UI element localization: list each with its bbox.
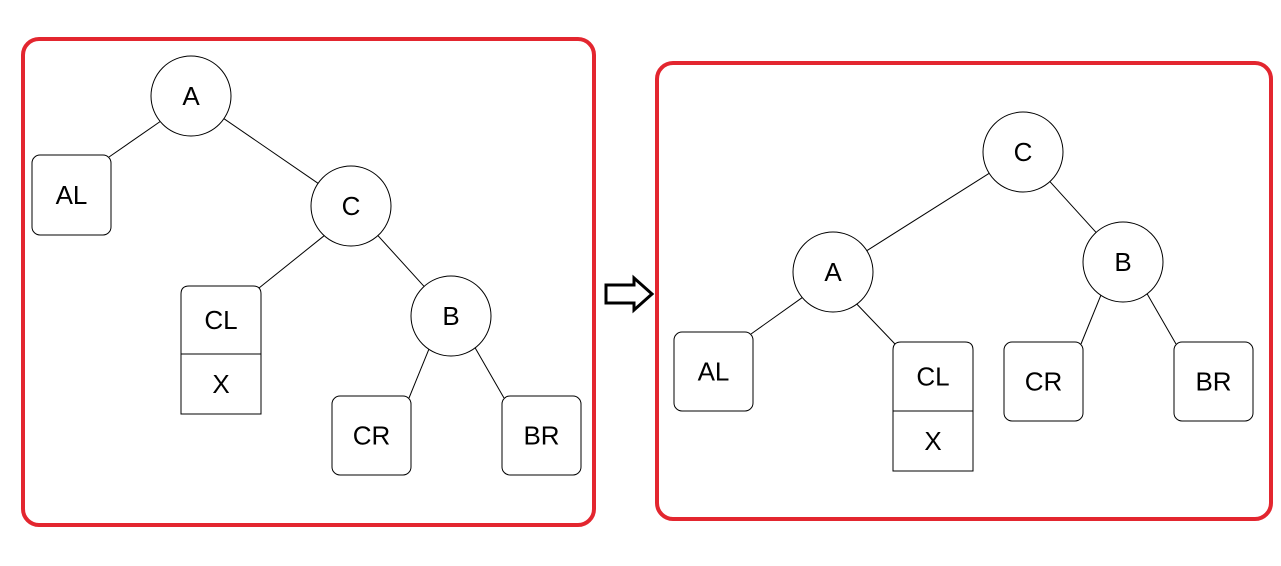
after-node-br-label: BR bbox=[1195, 367, 1231, 397]
after-edge-b-cr bbox=[1080, 295, 1102, 345]
before-node-cr-shape bbox=[331, 395, 412, 476]
after-node-br-shape bbox=[1173, 341, 1254, 422]
before-node-b: B bbox=[410, 275, 492, 357]
before-edges bbox=[108, 118, 505, 399]
before-edge-a-c bbox=[223, 118, 319, 184]
right-arrow-outline-icon bbox=[604, 274, 655, 314]
before-panel bbox=[21, 37, 596, 527]
after-node-a-label: A bbox=[824, 257, 842, 287]
after-node-al-label: AL bbox=[698, 357, 730, 387]
after-edges bbox=[750, 172, 1177, 345]
after-node-c: C bbox=[982, 111, 1064, 193]
before-node-cl-shape bbox=[180, 285, 262, 415]
before-edge-b-br bbox=[474, 347, 505, 399]
after-node-a-shape bbox=[792, 231, 874, 313]
before-node-cr: CR bbox=[331, 395, 412, 476]
before-edge-a-al bbox=[108, 121, 161, 158]
before-node-c-label: C bbox=[342, 191, 361, 221]
after-node-cr: CR bbox=[1003, 341, 1084, 422]
after-node-a: A bbox=[792, 231, 874, 313]
after-node-b-shape bbox=[1082, 221, 1164, 303]
after-node-cr-shape bbox=[1003, 341, 1084, 422]
after-node-c-shape bbox=[982, 111, 1064, 193]
before-node-a: A bbox=[150, 55, 232, 137]
after-node-cr-label: CR bbox=[1025, 367, 1063, 397]
after-node-c-label: C bbox=[1014, 137, 1033, 167]
after-edge-a-cl bbox=[856, 303, 896, 345]
after-node-br: BR bbox=[1173, 341, 1254, 422]
after-node-b: B bbox=[1082, 221, 1164, 303]
before-nodes: A AL C CL X B CR BR bbox=[31, 55, 582, 476]
before-node-b-shape bbox=[410, 275, 492, 357]
after-node-cl-label: CL bbox=[916, 362, 949, 392]
before-edge-b-cr bbox=[408, 349, 430, 399]
after-edge-c-a bbox=[866, 172, 990, 252]
after-node-cl-sub-label: X bbox=[924, 426, 941, 456]
before-edge-c-b bbox=[377, 235, 425, 287]
before-node-al-label: AL bbox=[56, 180, 88, 210]
after-node-b-label: B bbox=[1114, 247, 1131, 277]
after-node-cl: CL X bbox=[892, 341, 974, 472]
after-edge-c-b bbox=[1049, 181, 1097, 233]
after-node-al: AL bbox=[673, 331, 754, 412]
before-node-br: BR bbox=[501, 395, 582, 476]
before-node-cl-sub-label: X bbox=[212, 369, 229, 399]
after-nodes: C A B AL CL X CR BR bbox=[673, 111, 1254, 472]
before-node-b-label: B bbox=[442, 301, 459, 331]
after-panel bbox=[655, 61, 1273, 521]
before-node-a-shape bbox=[150, 55, 232, 137]
before-node-cr-label: CR bbox=[353, 421, 391, 451]
after-edge-b-br bbox=[1146, 293, 1177, 345]
before-node-al-shape bbox=[31, 154, 112, 236]
before-node-cl: CL X bbox=[180, 285, 262, 415]
before-node-br-label: BR bbox=[523, 421, 559, 451]
before-node-al: AL bbox=[31, 154, 112, 236]
before-node-c: C bbox=[310, 165, 392, 247]
after-edge-a-al bbox=[750, 297, 803, 335]
before-node-cl-label: CL bbox=[204, 305, 237, 335]
before-node-c-shape bbox=[310, 165, 392, 247]
before-node-a-label: A bbox=[182, 81, 200, 111]
before-edge-c-cl bbox=[258, 235, 325, 289]
before-node-br-shape bbox=[501, 395, 582, 476]
after-node-cl-shape bbox=[892, 341, 974, 472]
after-node-al-shape bbox=[673, 331, 754, 412]
